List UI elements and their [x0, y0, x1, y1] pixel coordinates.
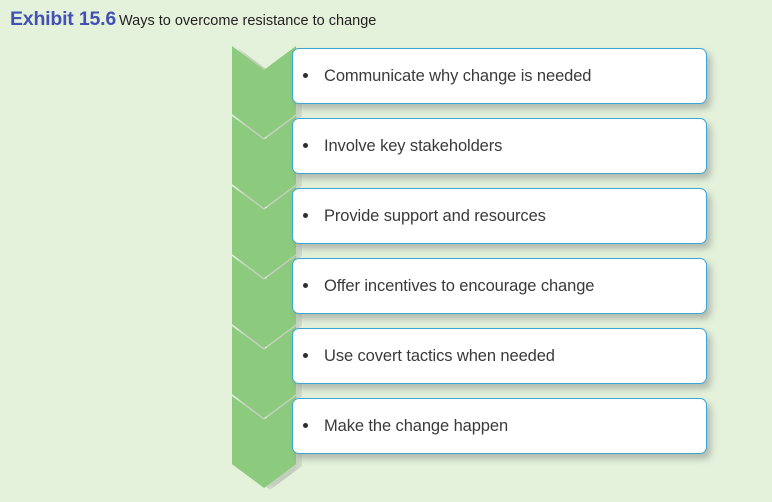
step-box-row: Make the change happen [293, 417, 508, 436]
step-box-5[interactable]: Use covert tactics when needed [292, 328, 707, 384]
step-label-4: Offer incentives to encourage change [324, 276, 595, 295]
bullet-dot-icon [303, 72, 308, 78]
step-box-row: Communicate why change is needed [293, 67, 591, 86]
step-box-3[interactable]: Provide support and resources [292, 188, 707, 244]
step-label-3: Provide support and resources [324, 206, 546, 225]
step-label-6: Make the change happen [324, 416, 509, 435]
exhibit-number-label: Exhibit 15.6 [10, 8, 116, 30]
bullet-dot-icon [303, 142, 308, 148]
step-label-5: Use covert tactics when needed [324, 346, 555, 365]
bullet-dot-icon [303, 422, 308, 428]
step-label-2: Involve key stakeholders [324, 136, 503, 155]
step-box-row: Use covert tactics when needed [293, 347, 555, 366]
page-title: Ways to overcome resistance to change [118, 13, 377, 29]
bullet-dot-icon [303, 212, 308, 218]
step-box-row: Provide support and resources [293, 207, 546, 226]
step-label-1: Communicate why change is needed [324, 66, 592, 85]
step-box-4[interactable]: Offer incentives to encourage change [292, 258, 707, 314]
bullet-dot-icon [303, 282, 308, 288]
step-box-row: Offer incentives to encourage change [293, 277, 594, 296]
step-box-1[interactable]: Communicate why change is needed [292, 48, 707, 104]
step-box-6[interactable]: Make the change happen [292, 398, 707, 454]
bullet-dot-icon [303, 352, 308, 358]
step-box-2[interactable]: Involve key stakeholders [292, 118, 707, 174]
chevron-arrow-column [232, 46, 302, 492]
step-box-row: Involve key stakeholders [293, 137, 502, 156]
